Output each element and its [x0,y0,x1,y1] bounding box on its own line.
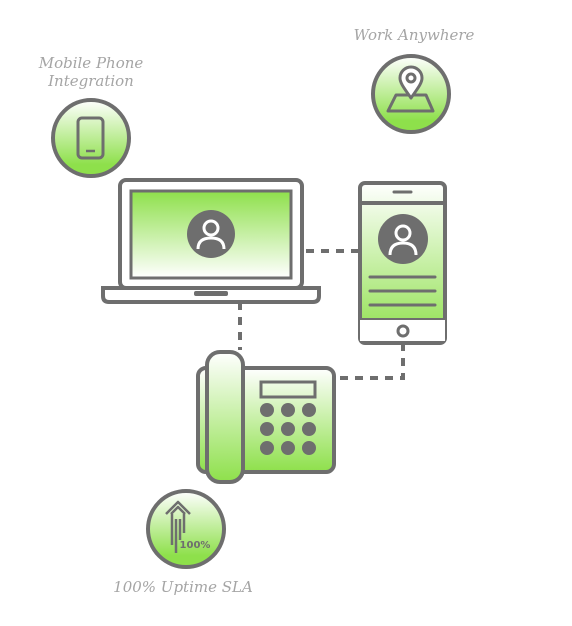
dashed-connectors [238,249,405,380]
laptop-icon [101,178,321,304]
mobile-integration-caption-line2: Integration [48,72,134,90]
uptime-percent-label: 100% [180,540,211,551]
smartphone-icon [76,116,105,160]
work-anywhere-badge [371,54,451,134]
mobile-integration-caption: Mobile Phone Integration [38,54,144,90]
keypad [260,403,316,455]
laptop-avatar-icon [187,210,235,258]
uptime-sla-badge: 100% [146,489,226,569]
mobile-integration-badge [51,98,131,178]
map-pin-icon [386,65,435,113]
mobile-avatar-icon [378,214,428,264]
mobile-text-lines [368,275,437,307]
mobile-to-deskphone-connector [334,343,405,380]
uptime-sla-caption: 100% Uptime SLA [113,578,253,596]
work-anywhere-caption: Work Anywhere [353,26,475,44]
uptime-arrows-icon [165,500,191,553]
mobile-integration-caption-line1: Mobile Phone [38,54,144,72]
desk-phone-icon [196,350,336,484]
mobile-device-icon [358,181,447,345]
